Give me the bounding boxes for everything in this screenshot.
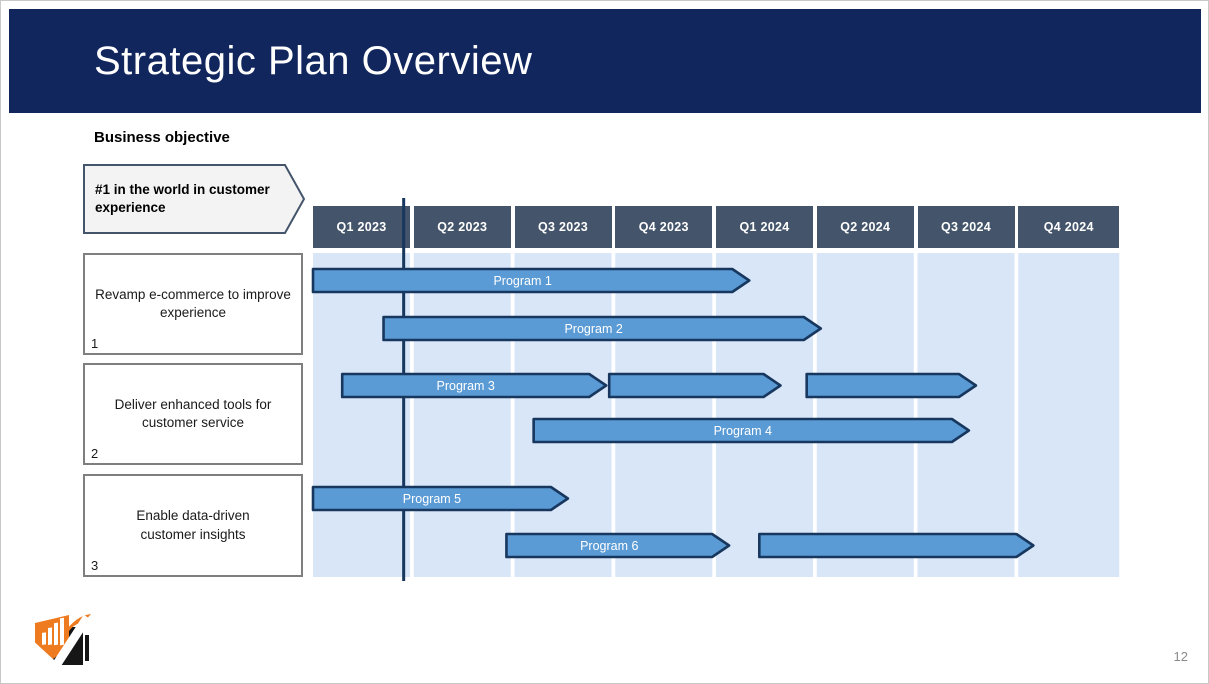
gantt-bar-label: Program 5 — [403, 492, 461, 506]
objective-text: Enable data-driven customer insights — [136, 508, 250, 542]
business-objective-label: Business objective — [94, 129, 230, 146]
page-number: 12 — [1173, 649, 1188, 664]
objective-number: 3 — [91, 558, 99, 573]
gantt-bar-untitled — [607, 372, 782, 399]
gantt-bar-label: Program 3 — [437, 379, 495, 393]
quarter-header-q1-2024: Q1 2024 — [716, 206, 813, 248]
gantt-bar-label: Program 2 — [564, 322, 622, 336]
quarter-header-q4-2023: Q4 2023 — [615, 206, 713, 248]
gantt-column-q2-2024 — [816, 253, 914, 577]
gantt-bar-label: Program 1 — [493, 274, 551, 288]
quarter-header-q2-2024: Q2 2024 — [816, 206, 914, 248]
title-bar: Strategic Plan Overview — [9, 9, 1201, 113]
slide-title: Strategic Plan Overview — [94, 38, 533, 83]
chevron-shape-icon — [83, 164, 306, 234]
gantt-bar-program-6 — [505, 532, 731, 559]
objective-box-2: Deliver enhanced tools for customer serv… — [83, 363, 303, 465]
gantt-column-q3-2023 — [514, 253, 612, 577]
gantt-bar-program-4 — [532, 417, 971, 444]
gantt-bar-label: Program 4 — [714, 424, 772, 438]
company-logo-icon — [24, 614, 92, 674]
quarter-header-q3-2023: Q3 2023 — [514, 206, 612, 248]
objective-chevron-text: #1 in the world in customer experience — [95, 181, 270, 215]
gantt-column-q4-2023 — [615, 253, 713, 577]
quarter-header-q2-2023: Q2 2023 — [413, 206, 511, 248]
quarter-header-q1-2023: Q1 2023 — [313, 206, 410, 248]
gantt-column-q1-2023 — [313, 253, 410, 577]
gantt-bar-program-5 — [311, 485, 570, 512]
gantt-bar-label: Program 6 — [580, 539, 638, 553]
objective-number: 1 — [91, 336, 99, 351]
gantt-column-q2-2023 — [413, 253, 511, 577]
gantt-bar-program-3 — [340, 372, 608, 399]
objective-box-1: Revamp e-commerce to improve experience 1 — [83, 253, 303, 355]
gantt-column-q3-2024 — [917, 253, 1015, 577]
gantt-column-q1-2024 — [716, 253, 813, 577]
company-logo — [24, 609, 92, 674]
gantt-bar-untitled — [758, 532, 1035, 559]
gantt-bar-untitled — [805, 372, 978, 399]
quarter-header-q4-2024: Q4 2024 — [1018, 206, 1120, 248]
gantt-bar-program-1 — [311, 267, 751, 294]
objective-text: Deliver enhanced tools for customer serv… — [114, 396, 272, 430]
gantt-bar-program-2 — [382, 315, 823, 342]
quarter-header-q3-2024: Q3 2024 — [917, 206, 1015, 248]
gantt-column-q4-2024 — [1018, 253, 1120, 577]
objective-text: Revamp e-commerce to improve experience — [95, 286, 291, 320]
gantt-chart: Program 1 Program 2 Program 3 Program 4 Prog… — [311, 198, 1120, 581]
objective-number: 2 — [91, 446, 99, 461]
objective-box-3: Enable data-driven customer insights 3 — [83, 474, 303, 577]
objective-chevron: #1 in the world in customer experience — [83, 164, 306, 234]
